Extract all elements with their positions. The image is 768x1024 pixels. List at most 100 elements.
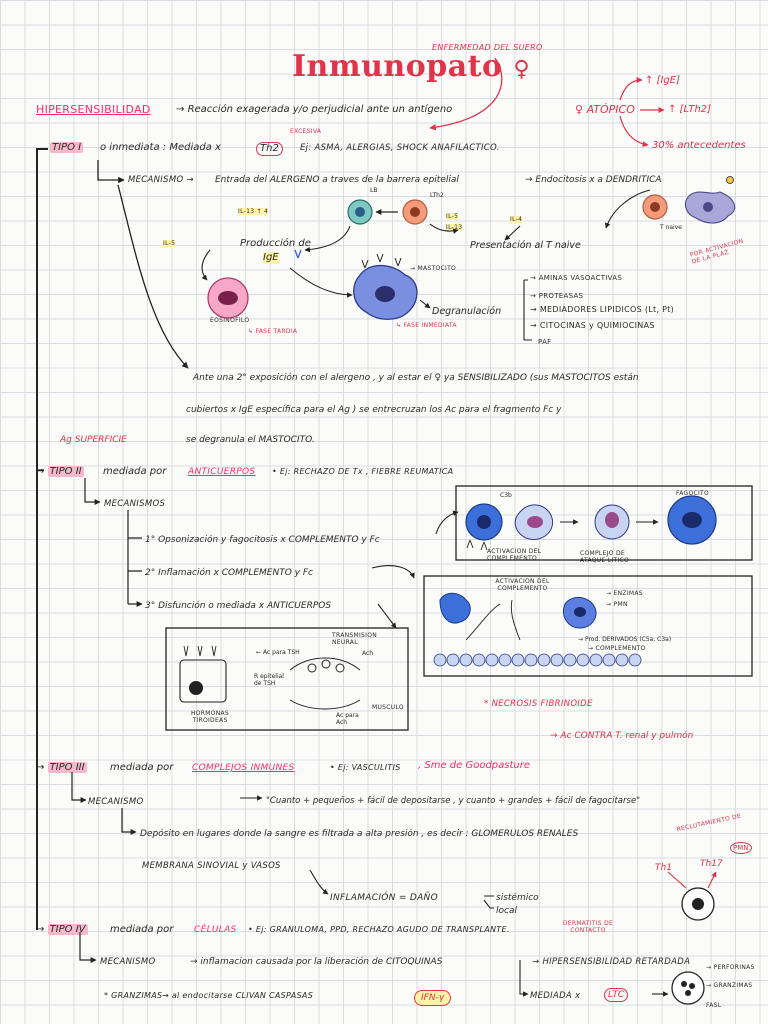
tipo4-hiper: → HIPERSENSIBILIDAD RETARDADA <box>532 957 691 967</box>
tnaive-cell <box>642 194 668 220</box>
tipo2-ej: • Ej: RECHAZO DE Tx , FIEBRE REUMATICA <box>272 467 454 476</box>
tipo3-tag: → TIPO III <box>36 762 87 773</box>
degranulacion-label: Degranulación <box>432 306 502 317</box>
tipo2-item-3: 3° Disfunción o mediada x ANTICUERPOS <box>145 601 332 611</box>
il-5-label: IL-5 <box>163 240 176 247</box>
il-13-4-label: IL-13 ↑ 4 <box>238 208 269 215</box>
lb-cell <box>347 199 373 225</box>
reclutamiento-label: RECLUTAMIENTO DE <box>676 812 742 834</box>
tipo2-desc: mediada por <box>103 466 167 477</box>
hormonas-label: HORMONAS TIROIDEAS <box>190 710 230 724</box>
atopico-pct: 30% antecedentes <box>652 140 746 151</box>
lth2-cell <box>402 199 428 225</box>
th1-label: Th1 <box>655 863 672 873</box>
complemento-label: → COMPLEMENTO <box>588 645 646 652</box>
hipersensibilidad-def: → Reacción exagerada y/o perjudicial ant… <box>176 104 453 115</box>
eosinofilo-cell <box>207 277 249 319</box>
presentacion-label: Presentación al T naive <box>470 240 581 251</box>
necrosis-label: * NECROSIS FIBRINOIDE <box>484 699 593 709</box>
segunda-exposicion-2: cubiertos x IgE específica para el Ag ) … <box>186 405 562 415</box>
produccion-label: Producción de <box>240 238 311 249</box>
fase-tardia-label: ↳ FASE TARDIA <box>248 328 298 335</box>
tipo3-ej: • Ej: VASCULITIS <box>330 763 401 772</box>
lb-label: LB <box>370 187 378 194</box>
tipo4-granzimas: * GRANZIMAS <box>104 991 163 1000</box>
renal-label: → Ac CONTRA T. renal y pulmón <box>550 731 694 741</box>
tipo3-goodpasture: , Sme de Goodpasture <box>418 760 530 771</box>
tipo3-sistemico: sistémico <box>496 893 539 903</box>
deg-item-1: → AMINAS VASOACTIVAS <box>530 274 623 282</box>
atopico-arrow-ige <box>619 77 643 101</box>
deg-item-2: → PROTEASAS <box>530 292 584 300</box>
tipo3-complejos: COMPLEJOS INMUNES <box>192 763 295 773</box>
tipo1-desc: o inmediata : Mediada x <box>100 142 221 153</box>
enzimas-label: → ENZIMAS <box>606 590 643 597</box>
ac-tsh-label: ← Ac para TSH <box>256 649 300 656</box>
transmision-label: TRANSMISION NEURAL <box>332 632 378 646</box>
tipo3-membrana: MEMBRANA SINOVIAL y VASOS <box>142 861 281 871</box>
tipo2-tag: → TIPO II <box>36 466 84 477</box>
tipo4-ej: • Ej: GRANULOMA, PPD, RECHAZO AGUDO DE T… <box>248 925 510 934</box>
activacion-complemento-label: ACTIVACION DEL COMPLEMENTO <box>487 548 542 562</box>
ach-label: Ach <box>362 650 374 657</box>
fase-inmediata-label: ↳ FASE INMEDIATA <box>396 322 457 329</box>
atopico-label: ♀ ATÓPICO <box>575 103 635 116</box>
tipo2-item-2: 2° Inflamación x COMPLEMENTO y Fc <box>145 568 313 578</box>
atopico-arrow-pct <box>619 115 649 148</box>
tipo1-tnaive: T naive <box>660 224 682 231</box>
tipo1-mecanismo: MECANISMO → <box>128 175 194 185</box>
tipo3-local: local <box>496 906 517 916</box>
atopico-lth2: ↑ [LTh2] <box>668 104 712 115</box>
tipo1-tag: TIPO I <box>50 142 84 153</box>
lth2-label: LTh2 <box>430 192 444 199</box>
deg-item-3: → MEDIADORES LIPIDICOS (Lt, Pt) <box>530 305 675 314</box>
segunda-exposicion-3: se degranula el MASTOCITO. <box>186 435 315 445</box>
dermatitis-label: DERMATITIS DE CONTACTO <box>562 920 614 934</box>
il-13-label: IL-13 <box>446 224 463 231</box>
tcd4-label: TCD4 <box>686 896 702 903</box>
complejo-ataque-label: COMPLEJO DE ATAQUE LITICO <box>580 550 630 564</box>
segunda-exposicion-1: Ante una 2° exposición con el alergeno ,… <box>193 373 639 383</box>
tipo4-endocitarse: → al endocitarse CLIVAN CASPASAS <box>162 991 314 1000</box>
th17-label: Th17 <box>700 859 723 869</box>
main-bracket-line <box>36 148 38 930</box>
tipo4-celulas: CÉLULAS <box>194 925 237 935</box>
tipo3-deposito: Depósito en lugares donde la sangre es f… <box>140 829 579 839</box>
title-note: ENFERMEDAD DEL SUERO <box>432 43 543 52</box>
tipo3-cuanto: "Cuanto + pequeños + fácil de depositars… <box>266 796 641 806</box>
hipersensibilidad-label: HIPERSENSIBILIDAD <box>36 103 151 116</box>
tipo2-mecanismos: MECANISMOS <box>104 499 166 509</box>
dendritic-cell <box>684 191 736 224</box>
r-tsh-label: R epitelial de TSH <box>254 673 284 687</box>
page-title: Inmunopato ♀ <box>292 49 531 84</box>
granzimas2-label: → GRANZIMAS <box>706 982 753 989</box>
eosinofilo-label: EOSINOFILO <box>210 317 250 324</box>
tcd4-cell <box>681 887 715 921</box>
tipo4-ltc: LTC <box>604 988 629 1002</box>
tipo4-tag: → TIPO IV <box>36 924 88 935</box>
tipo3-inflamacion: INFLAMACIÓN = DAÑO <box>330 893 438 903</box>
tipo4-mediada: MEDIADA x <box>530 991 581 1001</box>
activacion-complemento-2-label: ACTIVACION DEL COMPLEMENTO <box>495 578 550 592</box>
mastocito-label: → MASTOCITO <box>410 265 457 272</box>
tipo1-mec-desc: Entrada del ALERGENO a traves de la barr… <box>215 175 459 185</box>
ltc-cell <box>671 971 705 1005</box>
tipo4-desc: mediada por <box>110 924 174 935</box>
ag-superficie: Ag SUPERFICIE <box>60 435 127 445</box>
tipo4-mecanismo: MECANISMO <box>100 957 156 967</box>
tipo1-endocitosis: → Endocitosis x a DENDRITICA <box>525 175 662 185</box>
mastocito-cell <box>353 264 418 320</box>
tipo4-ifn: IFN-γ <box>414 990 452 1006</box>
tipo4-mec-desc: → inflamacion causada por la liberación … <box>190 957 443 967</box>
deg-item-4: → CITOCINAS y QUIMIOCINAS <box>530 321 655 330</box>
fagocito-label: FAGOCITO <box>676 490 710 497</box>
pmn2-label: PMN <box>730 842 752 854</box>
atopico-ige: ↑ [IgE] <box>645 75 680 86</box>
tipo3-desc: mediada por <box>110 762 174 773</box>
perforinas-label: → PERFORINAS <box>706 964 755 971</box>
c3b-label: C3b <box>500 492 512 499</box>
tipo3-mecanismo: MECANISMO <box>88 797 144 807</box>
deg-item-5: PAF <box>538 338 552 346</box>
ac-ach-label: Ac para Ach <box>336 712 359 726</box>
bracket-tick-1 <box>36 148 48 150</box>
